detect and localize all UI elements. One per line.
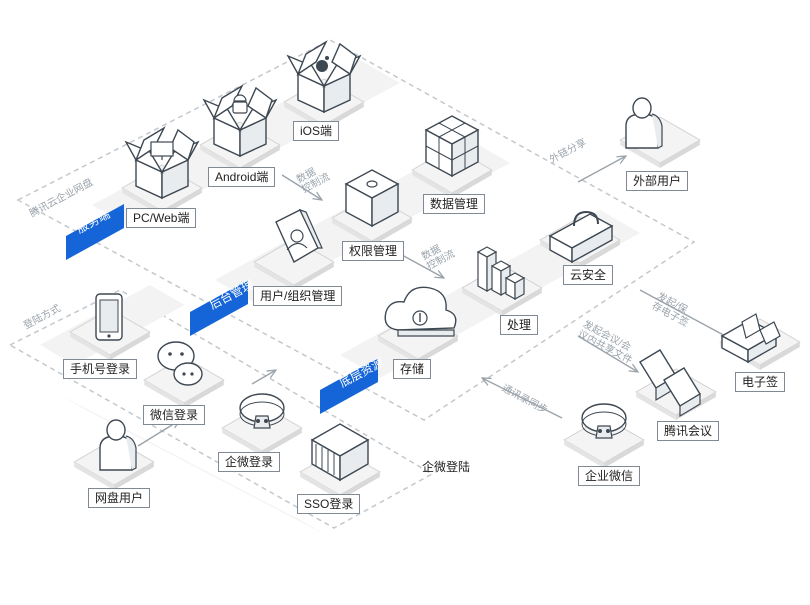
tile-perm-mgmt-side-left — [332, 218, 372, 246]
external-person-icon — [625, 97, 663, 149]
ios-box-icon — [286, 40, 362, 114]
label-wecom: 企业微信 — [578, 466, 641, 486]
tile-phone-side-right — [110, 332, 150, 360]
wecom-icon — [581, 403, 627, 439]
tile-user-org-side-left — [254, 262, 294, 290]
android-box-icon — [202, 84, 278, 158]
sso-blocks-icon — [310, 423, 370, 482]
tile-wecom-login-side-right — [262, 428, 302, 456]
label-android: Android端 — [208, 167, 276, 187]
label-perm-mgmt: 权限管理 — [342, 241, 405, 261]
cube-grid-icon — [424, 115, 480, 178]
label-tencent-meeting: 腾讯会议 — [657, 421, 720, 441]
tile-processing-side-right — [502, 288, 542, 316]
tile-disk-user-side-left — [74, 462, 114, 490]
label-external-user: 外部用户 — [626, 171, 689, 191]
wechat-icon — [157, 341, 203, 386]
label-cloud-security: 云安全 — [563, 265, 614, 285]
tile-disk-user-side-right — [114, 462, 154, 490]
tile-android-side-right — [240, 145, 280, 173]
wecom-login-icon — [239, 393, 285, 429]
tile-android-side-left — [200, 145, 240, 173]
arrow-meeting-share — [577, 335, 638, 372]
tile-processing-side-left — [462, 288, 502, 316]
tile-data-mgmt-side-left — [412, 170, 452, 198]
e-sign-blocks-icon — [720, 313, 781, 364]
label-processing: 处理 — [500, 315, 539, 335]
band-base-flag — [320, 358, 378, 414]
label-phone-login: 手机号登录 — [63, 359, 138, 379]
arrow-login — [251, 370, 276, 385]
band-admin-flag — [190, 280, 248, 336]
arrow-data-control-1 — [281, 174, 322, 200]
permission-block-icon — [344, 169, 400, 228]
user-portrait-icon — [275, 208, 323, 263]
tile-data-mgmt-side-right — [452, 170, 492, 198]
arrow-external-share — [577, 156, 626, 183]
tile-sso-side-left — [300, 472, 340, 500]
band-service-flag — [66, 204, 124, 260]
label-wecom-login: 企微登录 — [218, 452, 281, 472]
tile-perm-mgmt-side-right — [372, 218, 412, 246]
tile-sso-side-right — [340, 472, 380, 500]
tile-storage-side-right — [418, 336, 458, 364]
tile-wecom-login-side-left — [222, 428, 262, 456]
label-storage: 存储 — [393, 359, 432, 379]
label-pcweb: PC/Web端 — [126, 208, 197, 228]
label-ios: iOS端 — [293, 121, 340, 141]
label-wechat-login: 微信登录 — [143, 405, 206, 425]
phone-icon — [95, 293, 123, 341]
tile-phone-side-left — [70, 332, 110, 360]
arrow-data-control-2 — [401, 254, 444, 278]
tile-wecom-side-left — [564, 440, 604, 468]
tile-storage-side-left — [378, 336, 418, 364]
tile-e-sign-side-right — [760, 342, 800, 370]
cloud-storage-icon — [384, 286, 457, 337]
label-e-sign: 电子签 — [735, 372, 786, 392]
label-data-mgmt: 数据管理 — [423, 194, 486, 214]
tile-user-org-side-right — [294, 262, 334, 290]
zone-main-outline — [16, 39, 696, 421]
disk-user-person-icon — [99, 419, 137, 471]
label-user-org-mgmt: 用户/组织管理 — [253, 286, 343, 306]
tile-cloud-security-side-right — [580, 240, 620, 268]
lane-login-b — [60, 395, 326, 535]
server-blocks-icon — [476, 246, 526, 301]
label-disk-user: 网盘用户 — [88, 488, 151, 508]
arrow-contacts-sync — [482, 378, 563, 419]
pc-box-icon — [124, 126, 200, 200]
zone-login-outline — [8, 289, 434, 529]
meeting-blocks-icon — [639, 349, 701, 418]
tile-external-user-side-right — [660, 140, 700, 168]
tile-meeting-side-left — [636, 392, 676, 420]
tile-wecom-side-right — [604, 440, 644, 468]
cloud-lock-icon — [548, 210, 614, 264]
label-sso-login: SSO登录 — [297, 494, 361, 514]
tile-wechat-side-right — [184, 380, 224, 408]
tile-wechat-side-left — [144, 380, 184, 408]
note-wecom-login: 企微登陆 — [422, 460, 471, 474]
